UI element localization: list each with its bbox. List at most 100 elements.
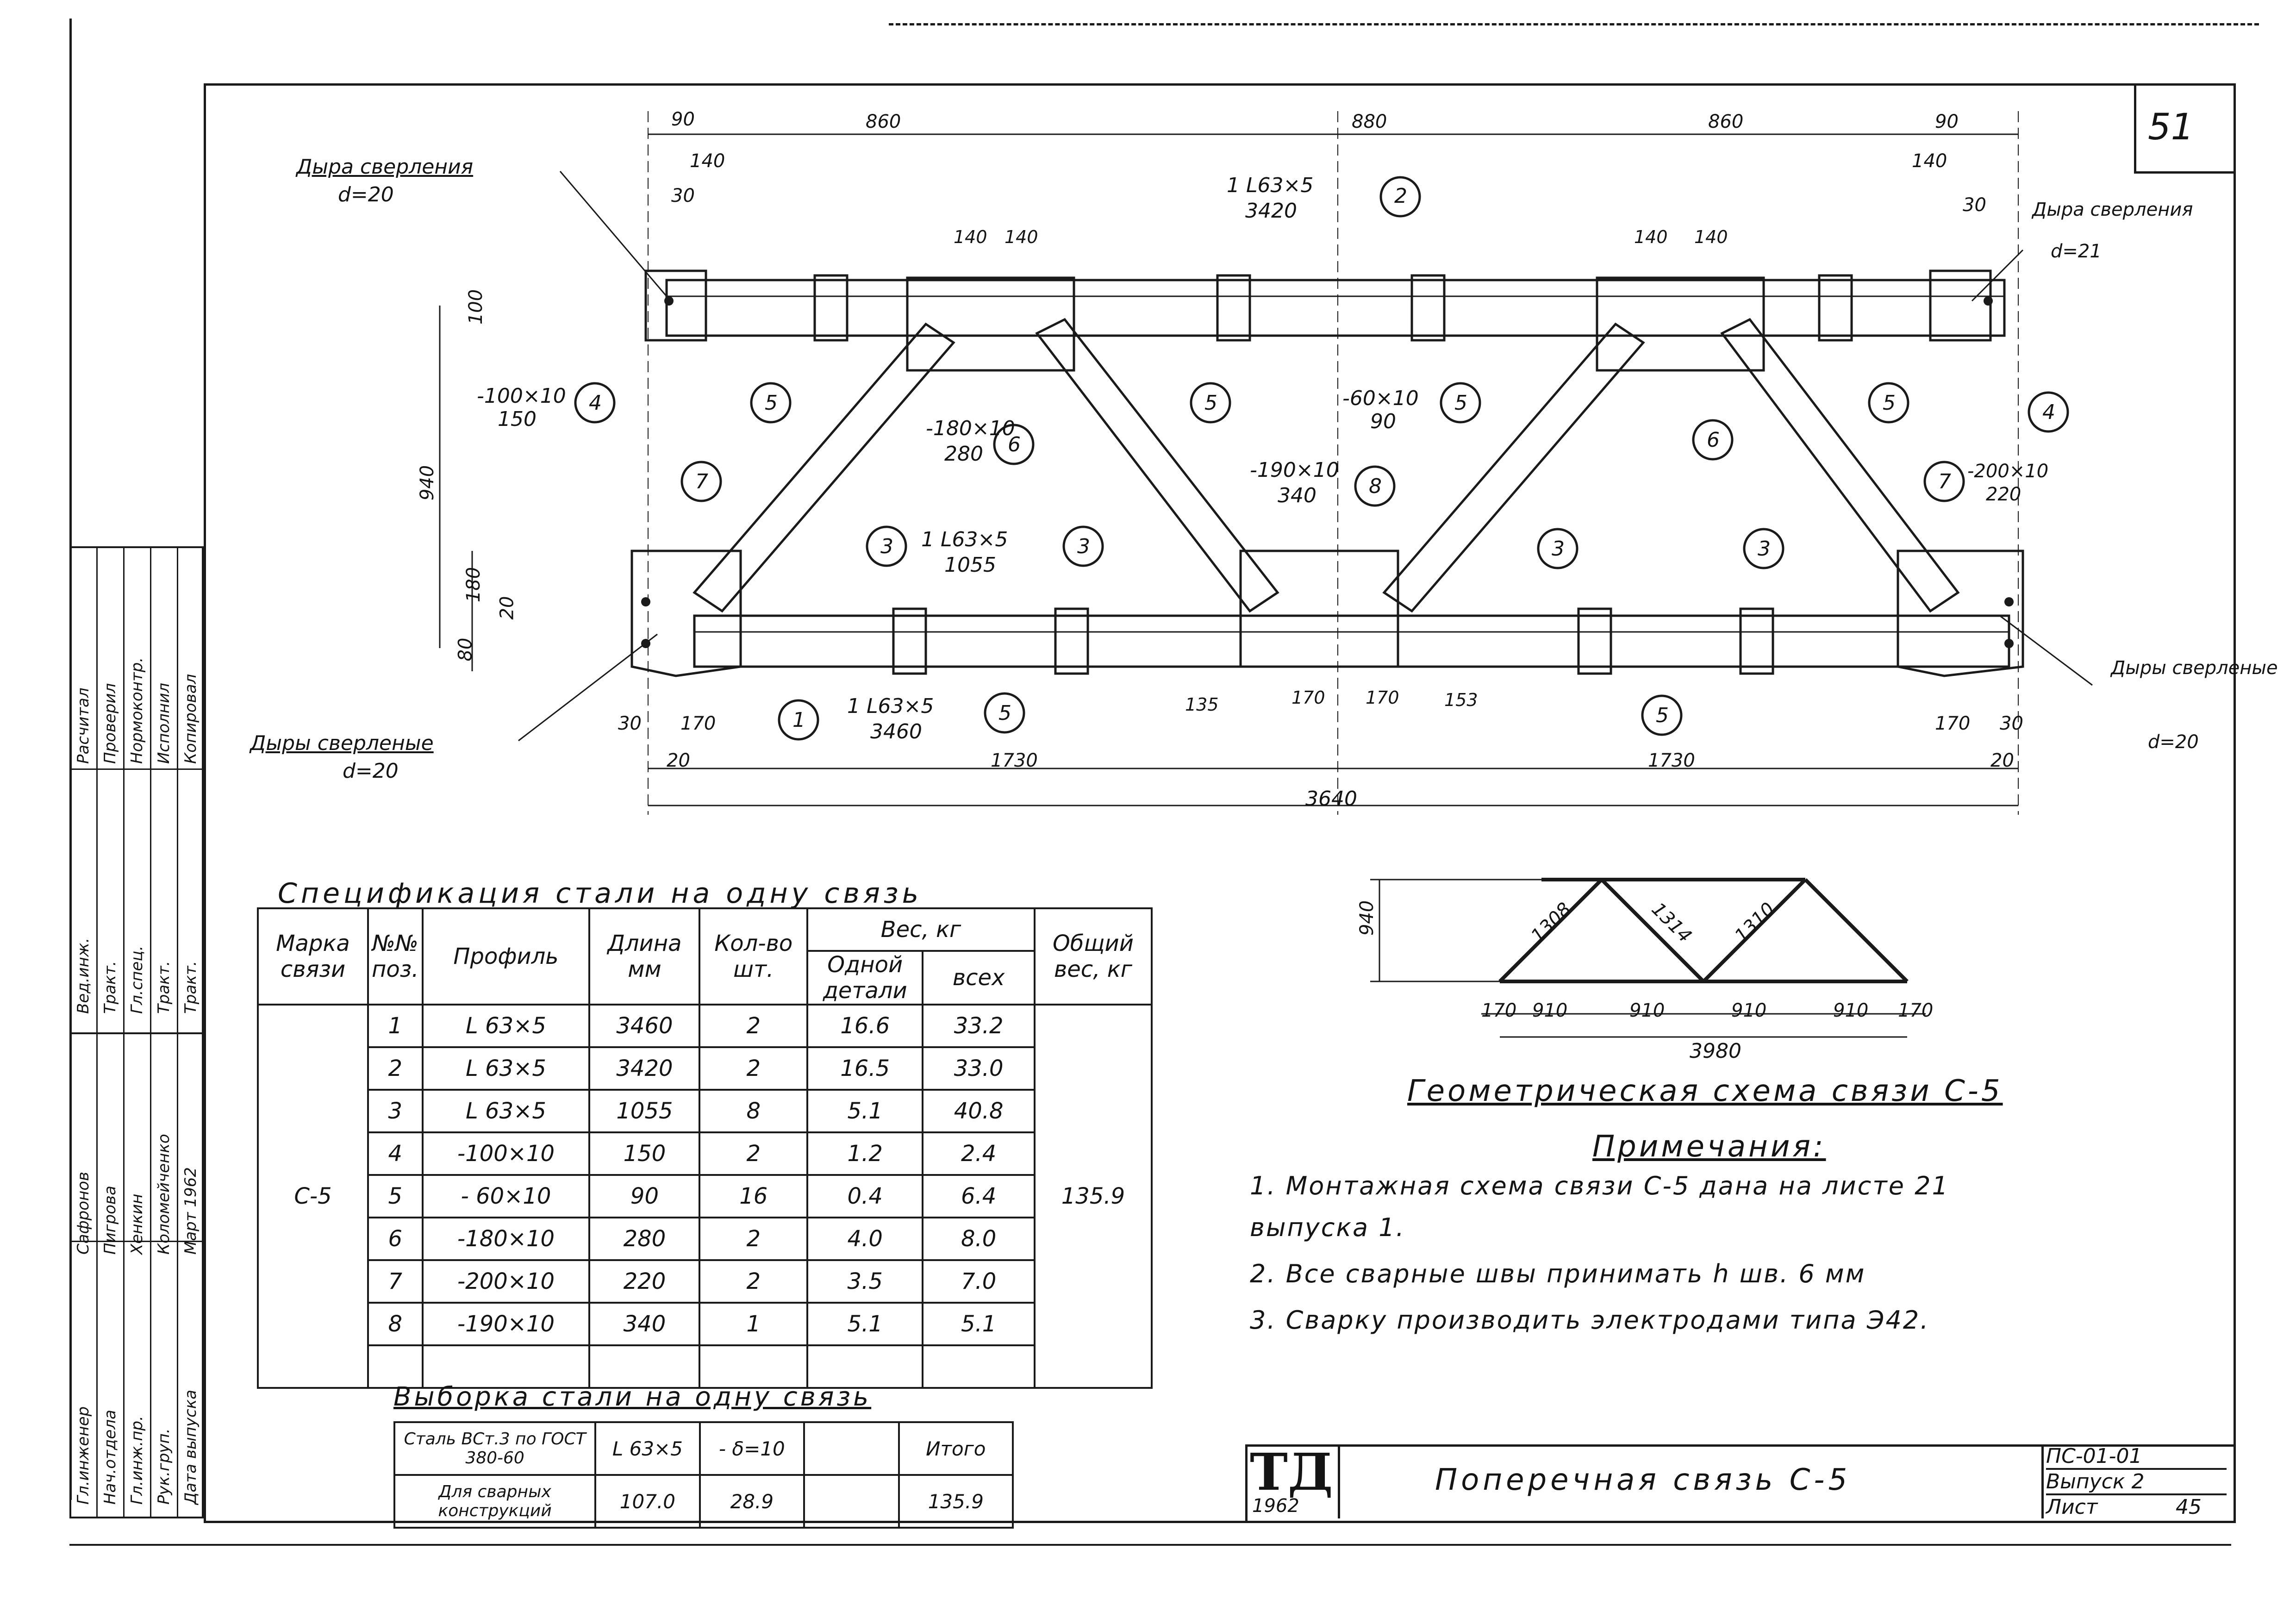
top-dashed-line [889,23,2259,25]
dim-bottom-1730-left: 1730 [991,750,1038,771]
dim-center-170-a: 170 [1292,687,1325,708]
stamp-row-5-name: Март 1962 [181,1167,200,1255]
dim-bottom-30-left: 30 [618,713,642,734]
stamp2-row-4-name: Исполнил [155,683,173,764]
callout-top-chord-profile: 1 L63×5 [1227,174,1314,197]
table-row: 2 L 63×5 3420 2 16.5 33.0 [258,1046,1152,1091]
callout-holes-bottom-right: Дыры сверленые [2111,657,2278,679]
spec-cell: -190×10 [421,1302,591,1346]
spec-cell: 3.5 [806,1259,924,1304]
title-year: 1962 [1252,1495,1299,1517]
spec-cell: 2 [699,1131,808,1176]
geometry-dim-4: 910 [1731,1000,1767,1021]
stamp2-row-3-role: Гл.спец. [128,945,146,1014]
stamp2-row-5-role: Тракт. [181,961,200,1014]
logo: ТД [1250,1442,1333,1502]
dim-height-180: 180 [463,567,485,603]
table-row: 5 - 60×10 90 16 0.4 6.4 [258,1174,1152,1218]
dim-overall-length: 3640 [1305,787,1357,811]
page-number-box [2134,83,2234,174]
spec-total-value: 135.9 [1033,1004,1153,1389]
spec-cell: -100×10 [421,1131,591,1176]
table-row: 7 -200×10 220 2 3.5 7.0 [258,1259,1152,1304]
stamp-row-1-role: Гл.инженер [74,1406,93,1505]
spec-cell: 2 [367,1046,424,1091]
dim-140-gusset-left-b: 140 [1004,227,1038,247]
spec-cell: 16 [699,1174,808,1218]
spec-cell: 8.0 [922,1217,1036,1261]
geometry-dim-6: 170 [1898,1000,1934,1021]
note-1: 1. Монтажная схема связи С-5 дана на лис… [1250,1171,1949,1200]
spec-cell: 16.5 [806,1046,924,1091]
selection-table-title: Выборка стали на одну связь [393,1382,872,1412]
top-chord [665,279,2006,337]
spec-cell: 1 [699,1302,808,1346]
dim-top-860-left: 860 [866,111,901,132]
dim-top-140-right: 140 [1912,150,1947,172]
sheet-number-label: Лист [2046,1495,2098,1519]
selection-steel-label: Сталь ВСт.3 по ГОСТ 380-60 [393,1421,597,1476]
mark-1: 1 [792,708,805,732]
callout-plate4: -100×10 [477,384,566,408]
spec-cell: 2 [699,1004,808,1048]
geometry-dim-1: 170 [1481,1000,1517,1021]
callout-bottom-chord-profile: 1 L63×5 [847,694,934,718]
mark-6-left: 6 [1008,433,1021,456]
dim-bottom-170-right: 170 [1935,713,1971,734]
stamp2-row-4-role: Тракт. [155,961,173,1014]
end-plate-top-right [1929,269,1992,342]
spec-cell: 40.8 [922,1089,1036,1133]
dim-top-30: 30 [671,185,695,206]
dim-height-940: 940 [417,465,438,501]
selection-table: Сталь ВСт.3 по ГОСТ 380-60 L 63×5 - δ=10… [393,1421,1014,1529]
mark-3-d: 3 [1758,537,1771,561]
issue-label: Выпуск 2 [2046,1470,2227,1495]
spec-header-weight-all: всех [922,950,1036,1006]
stamp2-row-5-name: Копировал [181,674,200,764]
spec-header-total: Общий вес, кг [1033,907,1153,1006]
spec-cell: 90 [588,1174,701,1218]
gusset-bottom-middle [1239,550,1399,668]
table-row: 6 -180×10 280 2 4.0 8.0 [258,1217,1152,1261]
spec-cell: 8 [699,1089,808,1133]
geometry-dim-2: 910 [1532,1000,1568,1021]
spec-header-mark: Марка связи [257,907,369,1006]
bottom-chord [693,614,2010,668]
selection-empty [803,1421,900,1476]
spec-cell: 0.4 [806,1174,924,1218]
table-row: 3 L 63×5 1055 8 5.1 40.8 [258,1089,1152,1133]
callout-holes-bottom-left: Дыры сверленые [250,731,434,755]
mark-5-b: 5 [1204,391,1217,415]
geometry-height: 940 [1356,900,1378,936]
callout-plate7: -200×10 [1967,461,2049,482]
mark-4-right: 4 [2042,400,2055,424]
side-stamp: Гл.инженер Нач.отдела Гл.инж.пр. Рук.гру… [69,546,204,1518]
selection-col-total: Итого [898,1421,1014,1476]
spec-cell: 1.2 [806,1131,924,1176]
dim-top-860-right: 860 [1708,111,1744,132]
stamp-row-3-role: Гл.инж.пр. [128,1416,146,1505]
spec-cell: 7.0 [922,1259,1036,1304]
spec-cell: 4.0 [806,1217,924,1261]
end-plate-bottom-right [1897,550,2024,677]
geometry-dim-3: 910 [1629,1000,1665,1021]
callout-holes-top-left-d: d=20 [338,183,394,206]
dim-height-100: 100 [465,289,487,325]
spec-header-weight: Вес, кг [806,907,1036,952]
spec-table-title: Спецификация стали на одну связь [278,877,923,910]
callout-holes-top-right-d: d=21 [2051,241,2102,262]
spec-cell: 7 [367,1259,424,1304]
stamp-row-4-name: Коломейченко [155,1134,173,1255]
spec-cell: 2 [699,1217,808,1261]
callout-plate8-len: 340 [1278,484,1316,507]
geometry-title: Геометрическая схема связи С-5 [1407,1074,2003,1108]
table-row: 4 -100×10 150 2 1.2 2.4 [258,1131,1152,1176]
spec-cell: 340 [588,1302,701,1346]
mark-5-c: 5 [1454,391,1467,415]
spec-cell: 3 [367,1089,424,1133]
mark-5-d: 5 [1883,391,1896,415]
callout-bottom-chord-length: 3460 [870,720,922,743]
stamp-row-2-name: Пигрова [101,1186,119,1255]
spec-cell: 280 [588,1217,701,1261]
dim-bottom-1730-right: 1730 [1648,750,1695,771]
